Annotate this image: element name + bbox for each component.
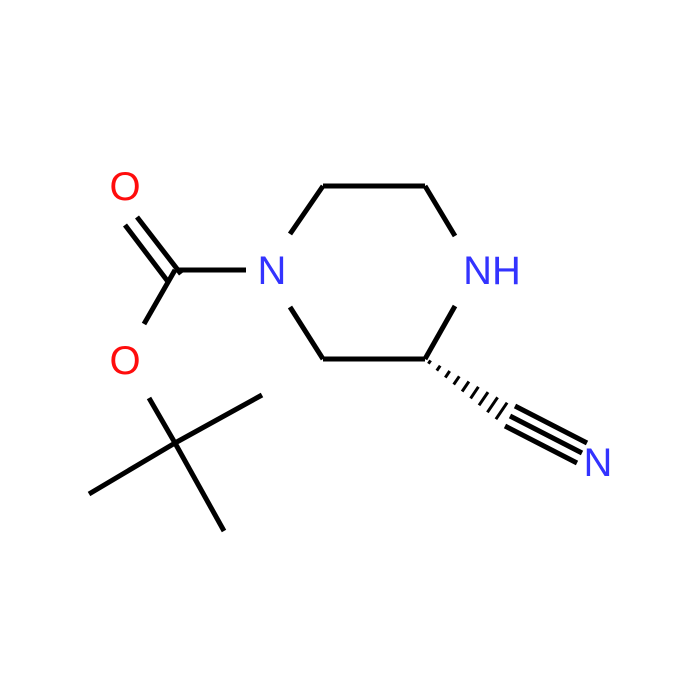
carbonyl-oxygen-label: O [109,165,140,209]
ring-nitrogen-h-label: NH [463,249,521,293]
hash-mark [486,396,499,414]
carbamate-c-o-bond [141,268,178,326]
tbutyl-methyl-bond-2 [87,440,177,497]
hash-mark [477,391,490,407]
ring-bond-n1-c2 [287,184,326,236]
hashed-wedge-bond [427,359,509,421]
nitrile-triple-bond-lower [503,423,579,466]
bonds [87,183,589,533]
nitrile-triple-bond-center [508,413,584,456]
carbonyl-double-bond-a [135,215,183,276]
hash-mark [469,385,480,400]
hash-mark [460,380,471,393]
nitrile-nitrogen-label: N [584,441,613,485]
tbutyl-methyl-bond-3 [172,441,227,533]
hash-mark [444,370,451,379]
ring-bond-n4-c5 [422,304,458,361]
hash-mark [452,375,461,386]
ester-o-c-bond [146,396,178,445]
ring-bond-c6-n1 [287,305,326,361]
ring-nitrogen-boc-label: N [258,249,287,293]
atom-labels: O O N NH N [109,165,612,485]
ester-oxygen-label: O [109,339,140,383]
hash-mark [427,359,432,365]
nitrile-triple-bond-upper [513,403,589,446]
tbutyl-methyl-bond-1 [173,392,264,446]
carbonyl-double-bond-b [123,223,171,285]
ring-bond-c3-n4 [422,184,458,238]
hash-mark [494,401,509,421]
hash-mark [435,364,442,372]
